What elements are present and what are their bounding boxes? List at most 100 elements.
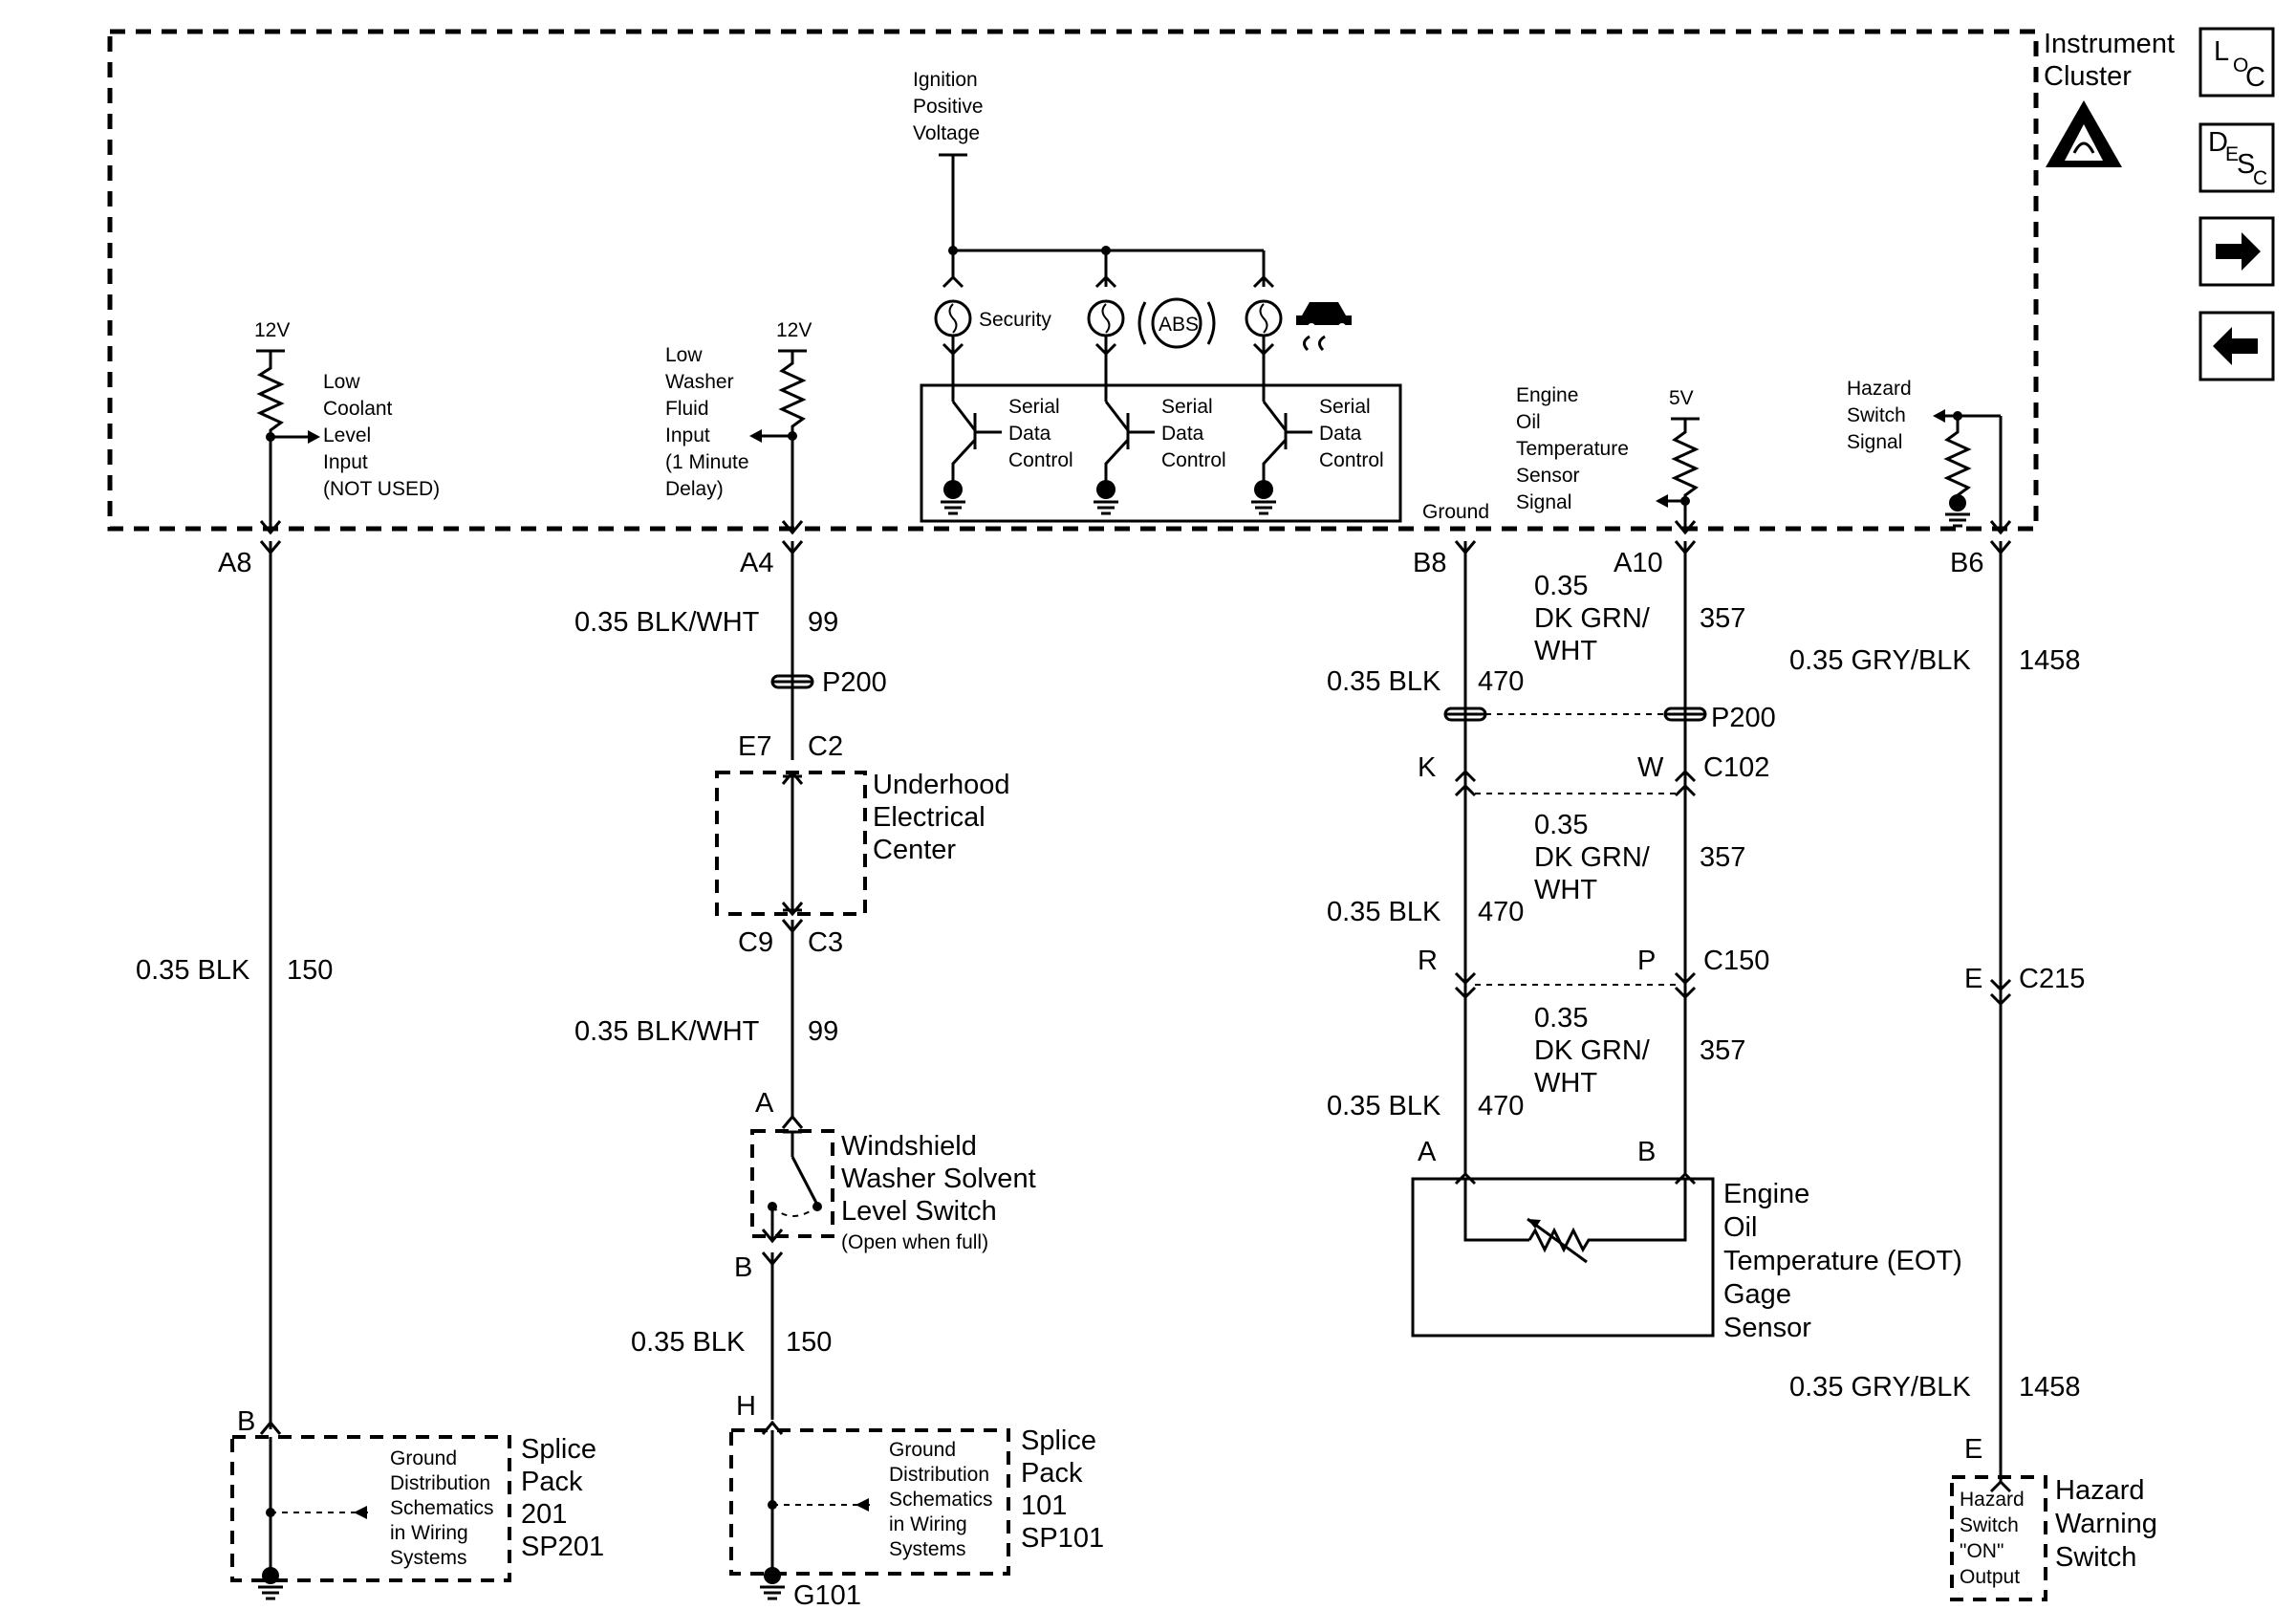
svg-text:Sensor: Sensor — [1516, 465, 1580, 487]
wire-label-150-a: 0.35 BLK — [136, 955, 250, 986]
svg-text:Serial: Serial — [1319, 396, 1371, 418]
svg-text:357: 357 — [1700, 1035, 1745, 1066]
svg-text:Oil: Oil — [1516, 411, 1541, 433]
hazard-circuit: Hazard Switch Signal B6 0.35 GRY/BLK 145… — [1789, 378, 2085, 1493]
wire-label-99-a: 0.35 BLK/WHT — [574, 607, 760, 638]
svg-text:0.35 BLK: 0.35 BLK — [1327, 1091, 1441, 1121]
svg-text:Delay): Delay) — [665, 478, 724, 500]
arrow-left-icon — [2213, 327, 2258, 365]
svg-text:S: S — [2237, 149, 2255, 180]
svg-text:Hazard: Hazard — [1847, 378, 1912, 400]
svg-text:"ON": "ON" — [1960, 1540, 2004, 1562]
svg-text:Warning: Warning — [2055, 1509, 2157, 1539]
svg-text:0.35 BLK: 0.35 BLK — [1327, 897, 1441, 927]
svg-text:Switch: Switch — [2055, 1542, 2136, 1573]
svg-text:Schematics: Schematics — [889, 1489, 993, 1511]
svg-text:B: B — [237, 1406, 255, 1437]
svg-text:E: E — [2225, 143, 2239, 165]
instrument-cluster-box — [107, 29, 2039, 532]
washer-lower-wiring: C9 C3 0.35 BLK/WHT 99 A — [574, 919, 843, 1119]
svg-text:101: 101 — [1021, 1490, 1067, 1521]
svg-text:C3: C3 — [808, 927, 843, 958]
svg-text:C: C — [2245, 62, 2265, 93]
abs-icon — [1151, 297, 1202, 349]
svg-text:Input: Input — [665, 424, 710, 446]
svg-text:O: O — [2233, 54, 2248, 76]
svg-text:Signal: Signal — [1847, 431, 1902, 453]
svg-text:470: 470 — [1478, 897, 1524, 927]
svg-text:1458: 1458 — [2019, 645, 2081, 676]
svg-text:Ignition: Ignition — [913, 69, 978, 91]
svg-text:Distribution: Distribution — [390, 1472, 490, 1494]
svg-text:Ground: Ground — [1422, 501, 1489, 523]
next-page-button[interactable] — [2199, 216, 2275, 287]
svg-text:99: 99 — [808, 1016, 838, 1047]
svg-text:ABS: ABS — [1159, 314, 1199, 336]
svg-text:Systems: Systems — [889, 1538, 966, 1560]
pin-a10: A10 — [1614, 548, 1663, 578]
p200-connector-b: P200 — [1443, 703, 1776, 733]
svg-text:Level Switch: Level Switch — [841, 1196, 997, 1227]
svg-text:Distribution: Distribution — [889, 1464, 989, 1486]
svg-text:Ground: Ground — [889, 1439, 956, 1461]
svg-text:P200: P200 — [822, 667, 887, 698]
svg-text:C215: C215 — [2019, 964, 2085, 994]
svg-text:Oil: Oil — [1723, 1212, 1757, 1243]
svg-text:Input: Input — [323, 451, 368, 473]
transistor-2: Serial Data Control — [1094, 354, 1226, 515]
eot-sensor: A B Engine Oil Temperature (EOT) Gage Se… — [1411, 1137, 1962, 1343]
svg-text:A: A — [1418, 1137, 1437, 1167]
svg-text:99: 99 — [808, 607, 838, 638]
svg-text:Engine: Engine — [1723, 1179, 1809, 1209]
svg-text:Gage: Gage — [1723, 1279, 1791, 1310]
svg-text:Low: Low — [665, 344, 703, 366]
svg-text:Output: Output — [1960, 1566, 2020, 1588]
svg-text:Switch: Switch — [1847, 404, 1906, 426]
svg-text:0.35: 0.35 — [1534, 571, 1588, 601]
low-coolant-circuit: 12V Low Coolant Level Input (NOT USED) A… — [136, 319, 440, 1437]
desc-button[interactable]: D E S C — [2199, 122, 2275, 193]
svg-text:C9: C9 — [738, 927, 773, 958]
eot-circuit-module-side: Ground Engine Oil Temperature Sensor Sig… — [1413, 384, 1700, 578]
pin-a8: A8 — [218, 548, 251, 578]
svg-text:Security: Security — [979, 309, 1051, 331]
svg-text:DK GRN/: DK GRN/ — [1534, 603, 1651, 634]
svg-text:Serial: Serial — [1008, 396, 1060, 418]
windshield-washer-switch: Windshield Washer Solvent Level Switch (… — [750, 1114, 1036, 1253]
svg-text:Temperature: Temperature — [1516, 438, 1629, 460]
loc-button[interactable]: L O C — [2199, 27, 2275, 98]
svg-text:Temperature (EOT): Temperature (EOT) — [1723, 1246, 1962, 1276]
svg-text:Data: Data — [1161, 423, 1204, 445]
svg-text:P200: P200 — [1711, 703, 1776, 733]
svg-text:Coolant: Coolant — [323, 398, 393, 420]
svg-text:D: D — [2208, 127, 2228, 158]
svg-text:C102: C102 — [1703, 752, 1769, 783]
ignition-voltage-label: Ignition Positive Voltage — [913, 69, 984, 144]
svg-text:Ground: Ground — [390, 1447, 457, 1469]
security-indicator: Security — [934, 250, 1051, 357]
svg-text:in Wiring: in Wiring — [889, 1513, 967, 1535]
wire-470: 0.35 BLK 470 0.35 BLK 470 0.35 BLK 470 — [1327, 541, 1524, 1176]
transistor-1: Serial Data Control — [941, 354, 1073, 515]
svg-text:G101: G101 — [793, 1580, 861, 1610]
svg-text:470: 470 — [1478, 1091, 1524, 1121]
svg-text:Low: Low — [323, 371, 360, 393]
svg-text:0.35: 0.35 — [1534, 810, 1588, 840]
svg-text:B: B — [734, 1252, 752, 1283]
connector-c150: R P C150 — [1418, 946, 1769, 1000]
svg-text:1458: 1458 — [2019, 1372, 2081, 1403]
washer-ground-wiring: B 0.35 BLK 150 H — [631, 1251, 832, 1435]
svg-text:E: E — [1964, 1434, 1982, 1465]
pin-a4: A4 — [740, 548, 773, 578]
svg-text:12V: 12V — [254, 319, 290, 341]
svg-text:WHT: WHT — [1534, 636, 1597, 666]
underhood-electrical-center: Underhood Electrical Center — [715, 770, 1010, 917]
svg-text:E: E — [1964, 964, 1982, 994]
wire-label-99-b: 0.35 BLK/WHT — [574, 1016, 760, 1047]
svg-text:Hazard: Hazard — [2055, 1475, 2145, 1506]
wire-label-150-b: 0.35 BLK — [631, 1327, 746, 1358]
svg-text:Electrical: Electrical — [873, 802, 986, 833]
svg-text:Hazard: Hazard — [1960, 1489, 2025, 1511]
previous-page-button[interactable] — [2199, 311, 2275, 381]
wire-357: 0.35 DK GRN/ WHT 357 0.35 DK GRN/ WHT 35… — [1534, 541, 1745, 1176]
